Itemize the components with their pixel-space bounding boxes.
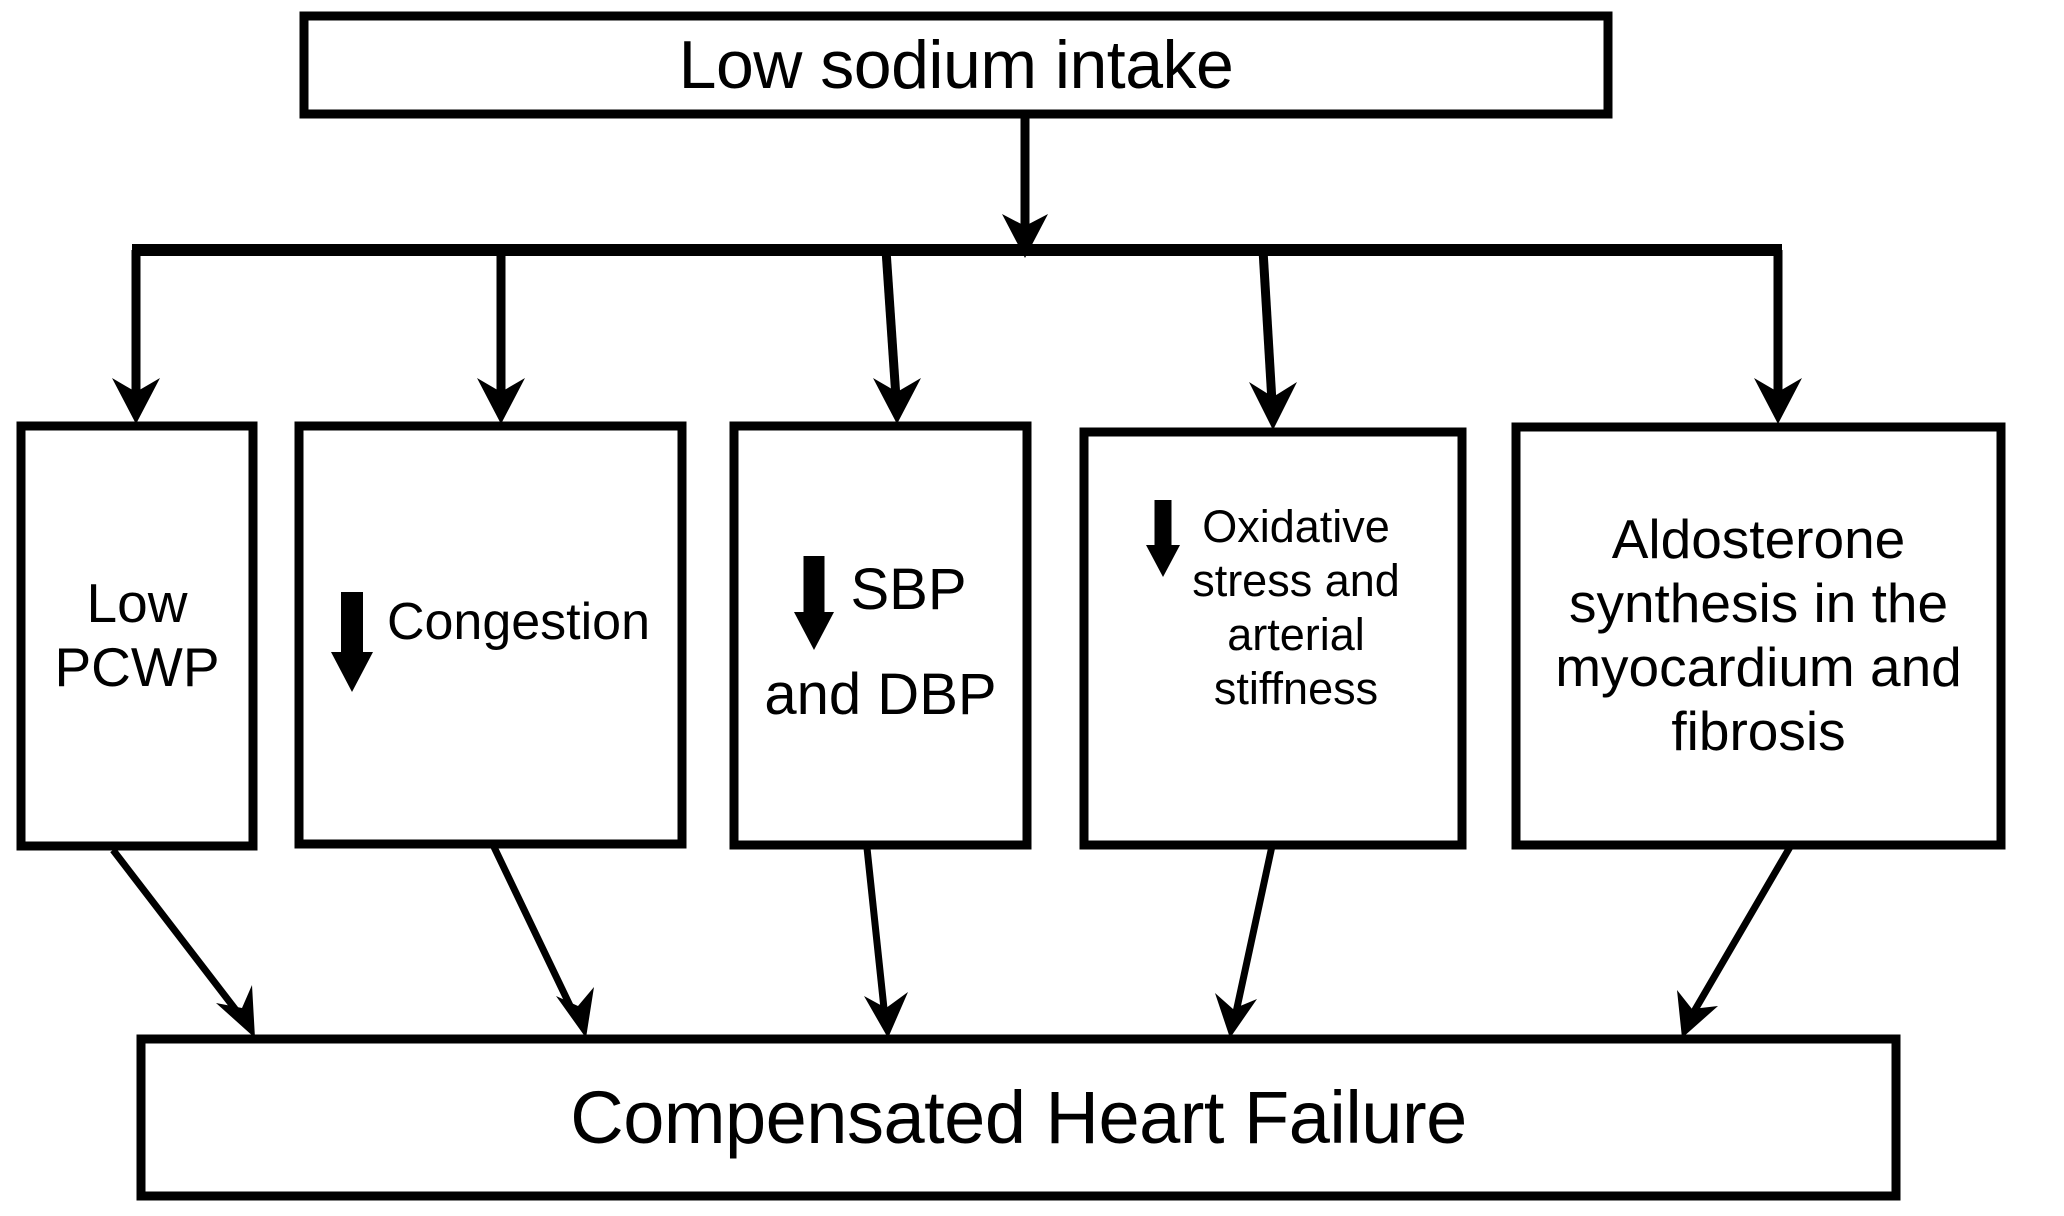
edge-spine-to-sbp-dbp (881, 249, 901, 399)
arrowhead-top-to-spine (1002, 214, 1048, 258)
node-label-sbp: SBP (850, 557, 967, 622)
down-arrow-icon (794, 556, 835, 651)
edge-congestion-to-outcome (490, 845, 579, 1018)
arrowhead-spine-to-aldosterone (1754, 378, 1802, 424)
edge-oxidative-stress-to-outcome (1231, 845, 1276, 1018)
edge-aldosterone-to-outcome (1688, 845, 1794, 1017)
arrowhead-spine-to-low-pcwp (112, 378, 160, 424)
edge-sbp-dbp-to-outcome (863, 847, 889, 1019)
node-rect-congestion (294, 421, 687, 849)
node-rect-oxidative-stress (1079, 427, 1467, 850)
node-content-oxidative-stress: Oxidative stress and arterial stiffness (1084, 500, 1462, 780)
node-content-sbp-dbp: SBP (734, 556, 1027, 666)
node-rect-low-pcwp (16, 421, 258, 851)
node-rect-sbp-dbp (729, 421, 1032, 850)
down-arrow-icon (330, 592, 373, 692)
edge-spine-to-oxidative-stress (1258, 249, 1277, 403)
node-rect-aldosterone (1511, 422, 2006, 850)
edge-low-pcwp-to-outcome (110, 847, 245, 1021)
down-arrow-icon (1146, 500, 1181, 578)
node-label-oxidative-stress: Oxidative stress and arterial stiffness (1192, 501, 1400, 714)
arrowhead-spine-to-oxidative-stress (1249, 382, 1297, 430)
arrowhead-low-pcwp-to-outcome (216, 985, 255, 1038)
node-content-congestion: Congestion (299, 592, 682, 702)
arrowhead-sbp-dbp-to-outcome (864, 992, 908, 1038)
node-rect-low-sodium-intake (299, 11, 1613, 119)
arrowhead-spine-to-sbp-dbp (873, 378, 921, 424)
arrowhead-aldosterone-to-outcome (1677, 990, 1718, 1038)
arrowhead-spine-to-congestion (477, 378, 525, 424)
node-rect-compensated-heart-failure (136, 1034, 1901, 1201)
arrowhead-congestion-to-outcome (556, 987, 594, 1038)
arrowhead-oxidative-stress-to-outcome (1215, 993, 1257, 1038)
node-label-congestion: Congestion (386, 593, 651, 651)
